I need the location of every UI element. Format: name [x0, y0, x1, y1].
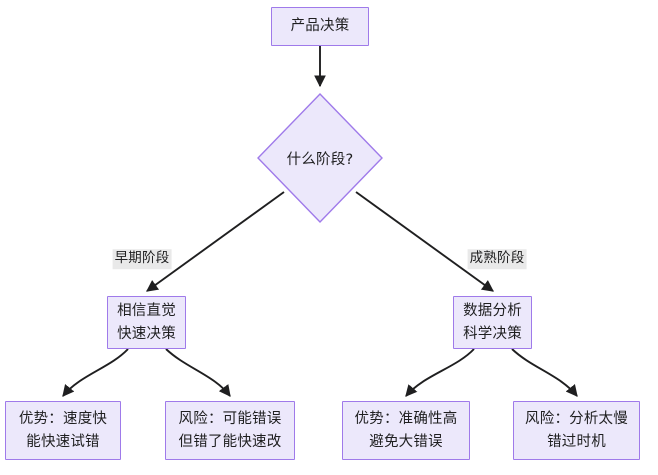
diamond-shape	[257, 93, 383, 223]
node-mature-risk[interactable]: 风险：分析太慢 错过时机	[513, 401, 640, 460]
edge-early-to-risk	[165, 348, 231, 397]
node-mature-risk-line2: 错过时机	[547, 433, 606, 450]
node-stage-decision-label: 什么阶段?	[286, 151, 354, 168]
node-early-advantage-line1: 优势：速度快	[18, 411, 108, 428]
node-product-decision-label: 产品决策	[290, 18, 350, 35]
node-stage-decision[interactable]: 什么阶段?	[257, 93, 383, 223]
node-mature-risk-line1: 风险：分析太慢	[525, 411, 628, 428]
node-data-analysis-line1: 数据分析	[463, 303, 522, 320]
node-early-risk[interactable]: 风险：可能错误 但错了能快速改	[165, 401, 295, 460]
node-early-advantage-line2: 能快速试错	[26, 433, 100, 450]
edge-mature-to-risk	[511, 348, 578, 397]
node-trust-intuition-line1: 相信直觉	[117, 303, 176, 320]
node-early-risk-line2: 但错了能快速改	[178, 433, 282, 450]
node-trust-intuition-line2: 快速决策	[117, 325, 176, 342]
node-data-analysis[interactable]: 数据分析 科学决策	[453, 296, 532, 349]
edge-label-mature-stage: 成熟阶段	[467, 249, 527, 269]
node-early-risk-line1: 风险：可能错误	[178, 411, 282, 428]
node-mature-advantage-line1: 优势：准确性高	[354, 411, 458, 428]
edge-decision-to-mature	[355, 191, 494, 292]
node-trust-intuition[interactable]: 相信直觉 快速决策	[107, 296, 186, 349]
edge-early-to-advantage	[62, 348, 129, 397]
edge-mature-to-advantage	[405, 348, 475, 397]
node-early-advantage[interactable]: 优势：速度快 能快速试错	[5, 401, 121, 460]
node-data-analysis-line2: 科学决策	[463, 325, 522, 342]
node-mature-advantage-line2: 避免大错误	[369, 433, 443, 450]
edge-label-early-stage: 早期阶段	[112, 249, 172, 269]
node-mature-advantage[interactable]: 优势：准确性高 避免大错误	[342, 401, 470, 460]
node-product-decision[interactable]: 产品决策	[271, 7, 369, 46]
edge-decision-to-early	[146, 191, 285, 292]
